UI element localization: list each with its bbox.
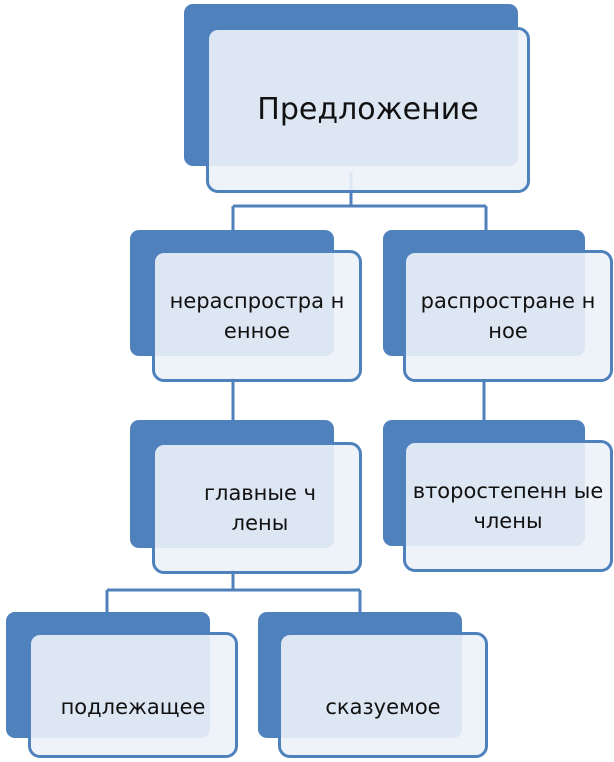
node-label: сказуемое [325, 695, 441, 719]
node-box: подлежащее [28, 632, 238, 758]
node-box: Предложение [206, 27, 530, 193]
node-label: подлежащее [60, 695, 206, 719]
node-label: главные члены [203, 481, 316, 535]
node-box: нераспростра ненное [152, 250, 362, 382]
node-box: сказуемое [278, 632, 488, 758]
node-label: Предложение [257, 92, 479, 127]
node-label: второстепенн ые члены [412, 479, 604, 533]
node-label: нераспростра ненное [169, 289, 345, 343]
node-box: распростране нное [403, 250, 613, 382]
node-box: второстепенн ые члены [403, 440, 613, 572]
node-label: распростране нное [420, 289, 596, 343]
node-box: главные члены [152, 442, 362, 574]
